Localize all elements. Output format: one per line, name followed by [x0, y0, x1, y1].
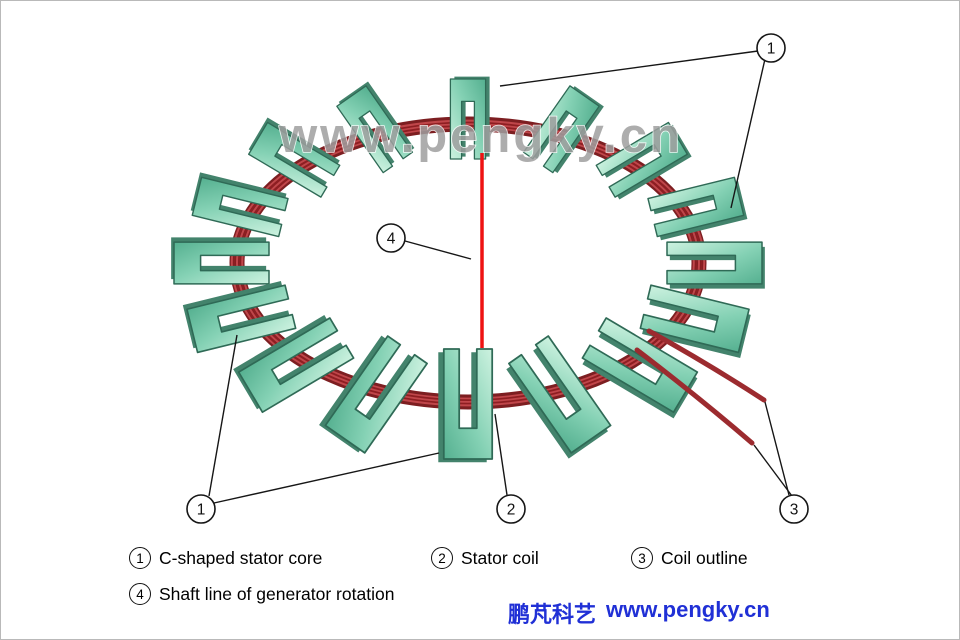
callout-1-top: 1	[499, 33, 786, 209]
legend-label: C-shaped stator core	[159, 547, 323, 568]
stator-core	[233, 315, 355, 414]
brand-site: www.pengky.cn	[606, 597, 770, 622]
stator-core	[190, 172, 289, 238]
callout-number: 4	[387, 231, 396, 248]
callout-circle	[756, 33, 786, 63]
callout-number: 1	[767, 41, 776, 58]
stator-core	[248, 117, 341, 198]
callout-circle	[186, 494, 216, 524]
legend-num-circle: 3	[631, 547, 653, 569]
legend-item-stator-core: 1 C-shaped stator core	[129, 547, 322, 569]
stator-core	[182, 280, 297, 354]
stator-core	[666, 241, 765, 289]
stator-core	[595, 121, 692, 200]
legend-label: Shaft line of generator rotation	[159, 583, 395, 604]
legend-item-stator-coil: 2 Stator coil	[431, 547, 539, 569]
stator-core	[639, 284, 751, 359]
coil-lead-wire	[634, 347, 755, 446]
callout-4: 4	[376, 223, 472, 260]
legend-item-shaft-line: 4 Shaft line of generator rotation	[129, 583, 394, 605]
brand-name-cn: 鹏芃科艺	[508, 602, 597, 627]
brand: 鹏芃科艺 www.pengky.cn	[508, 597, 770, 629]
legend-item-coil-outline: 3 Coil outline	[631, 547, 748, 569]
callout-2: 2	[494, 413, 526, 524]
coil-lead-wire	[646, 328, 767, 403]
callout-circle	[376, 223, 406, 253]
stator-core	[319, 335, 428, 454]
legend-label: Stator coil	[461, 547, 539, 568]
callout-circle	[496, 494, 526, 524]
callout-number: 1	[197, 502, 206, 519]
stator-core	[449, 76, 490, 160]
callout-number: 2	[507, 502, 516, 519]
stator-core	[171, 237, 270, 285]
legend-num-circle: 1	[129, 547, 151, 569]
coil-lead-wires	[634, 328, 767, 446]
callout-number: 3	[790, 502, 799, 519]
stator-core	[522, 85, 604, 174]
watermark: www.pengky.cn	[278, 109, 683, 163]
legend-num-circle: 2	[431, 547, 453, 569]
callout-1-bottom: 1	[186, 334, 440, 524]
stator-core-ring	[171, 76, 765, 463]
legend-label: Coil outline	[661, 547, 748, 568]
stator-core	[581, 317, 699, 419]
stator-core	[336, 81, 415, 174]
callout-3: 3	[753, 401, 809, 524]
stator-core	[647, 176, 748, 241]
stator-core	[506, 335, 612, 459]
stator-core	[438, 348, 494, 463]
stator-coil	[229, 116, 707, 410]
callout-circle	[779, 494, 809, 524]
legend-num-circle: 4	[129, 583, 151, 605]
